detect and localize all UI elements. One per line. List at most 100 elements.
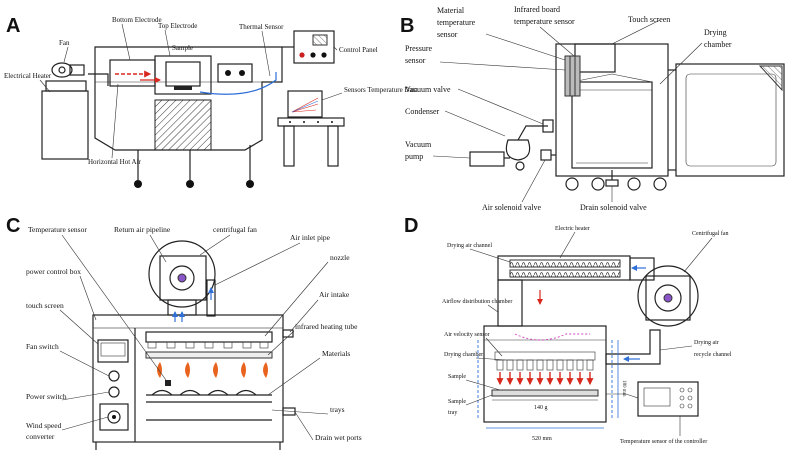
- label-drying-chamber-2: chamber: [704, 40, 732, 49]
- label-vacuum-pump-2: pump: [405, 152, 423, 161]
- touch-screen-c: [97, 339, 129, 363]
- label-dim-140: 140 g: [534, 405, 548, 411]
- label-dim-height: 180 mm: [621, 380, 626, 397]
- label-drying-chamber-d: Drying chamber: [444, 352, 483, 358]
- label-electric-heater: Electric heater: [555, 226, 590, 232]
- chamber-wheels: [565, 177, 667, 191]
- label-top-electrode: Top Electrode: [158, 22, 197, 30]
- drying-chamber-d: [483, 325, 607, 423]
- flame-row: [157, 362, 268, 378]
- label-air-inlet-pipe: Air inlet pipe: [290, 233, 331, 242]
- drying-cabinet: [92, 314, 284, 443]
- hot-air-arrows-d: [496, 372, 594, 386]
- electrical-heater-box: [41, 90, 89, 160]
- label-touch-screen-c: touch screen: [26, 301, 64, 310]
- touch-screen-b: [574, 43, 616, 73]
- label-fan-switch: Fan switch: [26, 342, 59, 351]
- label-trays: trays: [330, 405, 345, 414]
- label-dim-width: 520 mm: [532, 436, 552, 442]
- label-sample-d: Sample: [448, 374, 466, 380]
- label-pressure-sensor-1: Pressure: [405, 44, 433, 53]
- oven-housing-a: [94, 46, 283, 151]
- label-air-solenoid-valve: Air solenoid valve: [482, 203, 542, 212]
- centrifugal-fan-c: [148, 240, 216, 308]
- panel-d: D: [404, 215, 732, 445]
- label-vacuum-pump-1: Vacuum: [405, 140, 432, 149]
- label-airflow-distribution-chamber: Airflow distribution chamber: [442, 298, 512, 305]
- monitor-table: [277, 117, 345, 127]
- controller-box: [637, 381, 699, 417]
- label-material-temperature-sensor-1: Material: [437, 6, 465, 15]
- panel-b: B: [400, 5, 785, 212]
- panel-b-letter: B: [400, 15, 414, 37]
- label-touch-screen-b: Touch screen: [628, 15, 670, 24]
- panel-a: A: [4, 15, 419, 188]
- nozzle-row-d: [494, 351, 596, 371]
- label-infrared-heating-tube: infrared heating tube: [295, 322, 358, 331]
- label-vacuum-valve: Vacuum valve: [405, 85, 451, 94]
- label-control-panel: Control Panel: [339, 46, 378, 54]
- vacuum-pump: [469, 151, 505, 167]
- label-drying-chamber-1: Drying: [704, 28, 727, 37]
- label-drain-solenoid-valve: Drain solenoid valve: [580, 203, 647, 212]
- air-solenoid-valve-icon: [540, 149, 552, 161]
- label-fan: Fan: [59, 39, 70, 47]
- electric-heater-coil-2: [509, 269, 621, 278]
- label-drying-air-recycle-1: Drying air: [694, 340, 719, 346]
- air-inlet-pipe-c: [206, 279, 216, 317]
- panel-c: C: [6, 215, 362, 450]
- label-return-air-pipeline: Return air pipeline: [114, 225, 171, 234]
- sensor-coils: [564, 55, 581, 97]
- temperature-monitor: [287, 90, 323, 118]
- label-temperature-sensor-c: Temperature sensor: [28, 225, 87, 234]
- label-bottom-electrode: Bottom Electrode: [112, 16, 162, 24]
- panel-a-letter: A: [6, 15, 20, 37]
- label-temperature-sensor-controller: Temperature sensor of the controller: [620, 438, 707, 445]
- electric-heater-coil-1: [509, 259, 621, 268]
- condenser: [505, 139, 531, 161]
- power-switch-icon: [108, 386, 120, 398]
- infrared-heating-tube: [145, 351, 273, 359]
- label-infrared-board-2: temperature sensor: [514, 17, 575, 26]
- fan-switch-icon: [108, 370, 120, 382]
- label-power-control-box: power control box: [26, 267, 81, 276]
- label-sample-tray-2: tray: [448, 410, 457, 416]
- label-drying-air-recycle-2: recycle channel: [694, 352, 732, 358]
- fan-a: [45, 62, 87, 92]
- label-air-velocity-sensor: Air velocity sensor: [444, 332, 490, 338]
- label-sample-a: Sample: [172, 44, 193, 52]
- label-sensors-temperature-data: Sensors Temperature Data: [344, 86, 419, 94]
- label-wind-speed-converter-2: converter: [26, 432, 55, 441]
- label-materials: Materials: [322, 349, 350, 358]
- nozzle-row: [145, 331, 273, 349]
- panel-d-letter: D: [404, 215, 418, 237]
- label-pressure-sensor-2: sensor: [405, 56, 426, 65]
- trays-c: [146, 389, 272, 421]
- drying-chamber-inner: [571, 81, 653, 169]
- drain-solenoid-valve-icon: [605, 179, 619, 187]
- label-material-temperature-sensor-2: temperature: [437, 18, 476, 27]
- centrifugal-fan-d: [637, 265, 699, 327]
- label-centrifugal-fan-d: Centrifugal fan: [692, 230, 729, 237]
- label-electrical-heater: Electrical Heater: [4, 72, 52, 80]
- label-nozzle: nozzle: [330, 253, 350, 262]
- label-condenser: Condenser: [405, 107, 440, 116]
- chamber-door: [675, 63, 785, 177]
- label-power-switch: Power switch: [26, 392, 67, 401]
- label-horizontal-hot-air: Horizontal Hot Air: [88, 158, 142, 166]
- label-sample-tray-1: Sample: [448, 399, 466, 405]
- label-wind-speed-converter-1: Wind speed: [26, 421, 62, 430]
- top-electrode: [154, 55, 212, 95]
- label-air-intake: Air intake: [319, 290, 350, 299]
- vacuum-valve-icon: [542, 119, 554, 133]
- label-centrifugal-fan-c: centrifugal fan: [213, 225, 257, 234]
- electrode-base: [154, 99, 212, 151]
- label-material-temperature-sensor-3: sensor: [437, 30, 458, 39]
- label-thermal-sensor: Thermal Sensor: [239, 23, 284, 31]
- sample-chamber-a: [165, 61, 201, 87]
- label-drying-air-channel: Drying air channel: [447, 243, 492, 249]
- label-drain-wet-ports: Drain wet ports: [315, 433, 362, 442]
- panel-c-letter: C: [6, 215, 20, 237]
